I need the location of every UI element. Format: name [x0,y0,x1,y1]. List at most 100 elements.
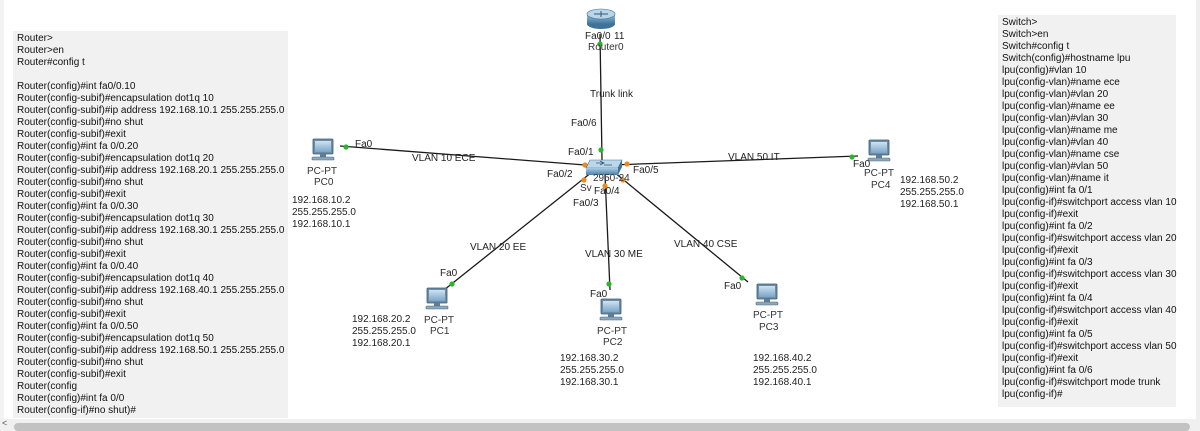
switch-note-line: lpu(config)#int fa 0/5 [1002,329,1093,340]
pc1-model: PC-PT [424,315,454,326]
switch-note-line: lpu(config)#int fa 0/3 [1002,257,1093,268]
pc2-mask: 255.255.255.0 [560,365,624,376]
pc0-device[interactable]: Fa0 PC-PT PC0 192.168.10.2 255.255.255.0… [292,138,373,230]
pc1-port-up-indicator [449,281,455,287]
pc4-ip: 192.168.50.2 [900,175,959,186]
switch-note-line: lpu(config-if)#exit [1002,281,1079,292]
pc0-name: PC0 [314,177,334,188]
link-pc4[interactable] [611,155,859,166]
pc-icon [311,138,335,161]
switch-note-line: lpu(config)#vlan 10 [1002,65,1087,76]
switch-port-fa04: Fa0/4 [594,186,620,197]
router-port-label: Fa0/0 [585,31,611,42]
pc0-ip: 192.168.10.2 [292,195,351,206]
pc0-port-up-indicator [343,144,349,150]
switch-note-line: lpu(config-if)#exit [1002,353,1079,364]
left-edge [0,0,4,431]
router-note-line: Router(config-subif)#no shut [17,237,144,248]
pc4-model: PC-PT [864,168,894,179]
pc0-gateway: 192.168.10.1 [292,219,351,230]
pc4-mask: 255.255.255.0 [900,187,964,198]
horizontal-scrollbar-thumb[interactable] [14,423,1190,431]
router-note-line: Router(config-if)#no shut)# [17,405,136,416]
switch-note-line: lpu(config-if)#switchport access vlan 50 [1002,341,1177,352]
switch-note-line: lpu(config-if)#switchport access vlan 20 [1002,233,1177,244]
vlan-30-label: VLAN 30 ME [585,249,643,260]
pc1-gateway: 192.168.20.1 [352,338,411,349]
router-note-line: Router(config-subif)#encapsulation dot1q… [17,273,214,284]
link-pc0[interactable] [339,145,599,167]
vertical-scrollbar[interactable] [1196,0,1200,431]
link-pc1[interactable] [443,171,593,291]
switch-port-fa01: Fa0/1 [568,147,594,158]
trunk-link-line[interactable] [599,33,603,161]
vlan-10-label: VLAN 10 ECE [412,153,476,164]
pc2-name: PC2 [603,337,623,348]
switch-name-prefix: Sv [580,183,592,194]
pc0-model: PC-PT [307,166,337,177]
router-note-line: Router>en [17,45,64,56]
pc3-device[interactable]: Fa0 PC-PT PC3 192.168.40.2 255.255.255.0… [724,281,817,388]
router-note-line: Router(config-subif)#ip address 192.168.… [17,225,285,236]
router-note-line: Router(config)#int fa 0/0.20 [17,141,139,152]
pc3-port-label: Fa0 [724,281,742,292]
switch-device[interactable]: Sv 2950-24 [580,159,630,194]
pc4-port-label: Fa0 [853,159,871,170]
switch-note-line: Switch> [1002,17,1038,28]
link-pc3[interactable] [613,171,749,283]
pc4-gateway: 192.168.50.1 [900,199,959,210]
pc-icon [599,298,623,321]
switch-note-line: lpu(config-vlan)#name ece [1002,77,1120,88]
router-note-line: Router(config-subif)#ip address 192.168.… [17,105,285,116]
router-note-line: Router(config)#int fa 0/0 [17,393,125,404]
router-note-line: Router(config [17,381,78,392]
router-device[interactable]: Fa0/0 11 Router0 [585,8,625,53]
switch-fa01-indicator [582,162,588,168]
switch-fa05-indicator [624,161,630,167]
router-note-line: Router(config-subif)#exit [17,189,126,200]
switch-note-line: lpu(config-if)#switchport access vlan 10 [1002,197,1177,208]
pc3-port-up-indicator [739,275,745,281]
links [339,33,859,291]
router-note-line: Router(config)#int fa 0/0.40 [17,261,139,272]
pc1-port-label: Fa0 [440,268,458,279]
pc2-device[interactable]: Fa0 PC-PT PC2 192.168.30.2 255.255.255.0… [560,289,627,388]
pc1-mask: 255.255.255.0 [352,326,416,337]
switch-note-line: lpu(config-vlan)#vlan 50 [1002,161,1109,172]
pc2-model: PC-PT [597,326,627,337]
pc-icon [867,139,891,162]
switch-note-line: lpu(config)#int fa 0/1 [1002,185,1093,196]
vlan-40-label: VLAN 40 CSE [674,239,738,250]
pc3-ip: 192.168.40.2 [753,353,812,364]
switch-note-line: lpu(config-vlan)#name it [1002,173,1109,184]
router-port-suffix: 11 [614,31,625,42]
pc4-device[interactable]: Fa0 PC-PT PC4 192.168.50.2 255.255.255.0… [853,139,964,210]
pc1-name: PC1 [430,326,450,337]
pc3-model: PC-PT [753,310,783,321]
link-pc2[interactable] [604,174,611,291]
pc2-gateway: 192.168.30.1 [560,377,619,388]
switch-note-line: Switch#config t [1002,41,1070,52]
router-note-line: Router(config-subif)#ip address 192.168.… [17,165,285,176]
trunk-switch-port-label: Fa0/6 [571,118,597,129]
switch-note-line: lpu(config-if)#exit [1002,209,1079,220]
switch-fa06-up-indicator [598,147,604,153]
router-note-line: Router(config-subif)#encapsulation dot1q… [17,213,214,224]
switch-note-line: lpu(config-vlan)#vlan 30 [1002,113,1109,124]
pc1-device[interactable]: Fa0 PC-PT PC1 192.168.20.2 255.255.255.0… [352,268,458,349]
switch-note-line: lpu(config-if)#exit [1002,245,1079,256]
router-note-line: Router(config-subif)#encapsulation dot1q… [17,93,214,104]
router-note-line: Router(config-subif)#no shut [17,177,144,188]
router-note-line: Router(config-subif)#exit [17,129,126,140]
switch-icon [585,159,623,175]
vlan-50-label: VLAN 50 IT [728,152,780,163]
switch-note-line: lpu(config-vlan)#vlan 40 [1002,137,1109,148]
router-note-line: Router(config-subif)#encapsulation dot1q… [17,153,214,164]
switch-note-line: lpu(config-vlan)#name cse [1002,149,1120,160]
router-note-line: Router(config-subif)#no shut [17,117,144,128]
switch-note-line: lpu(config)#int fa 0/4 [1002,293,1093,304]
scroll-left-arrow-icon[interactable]: < [2,418,8,428]
